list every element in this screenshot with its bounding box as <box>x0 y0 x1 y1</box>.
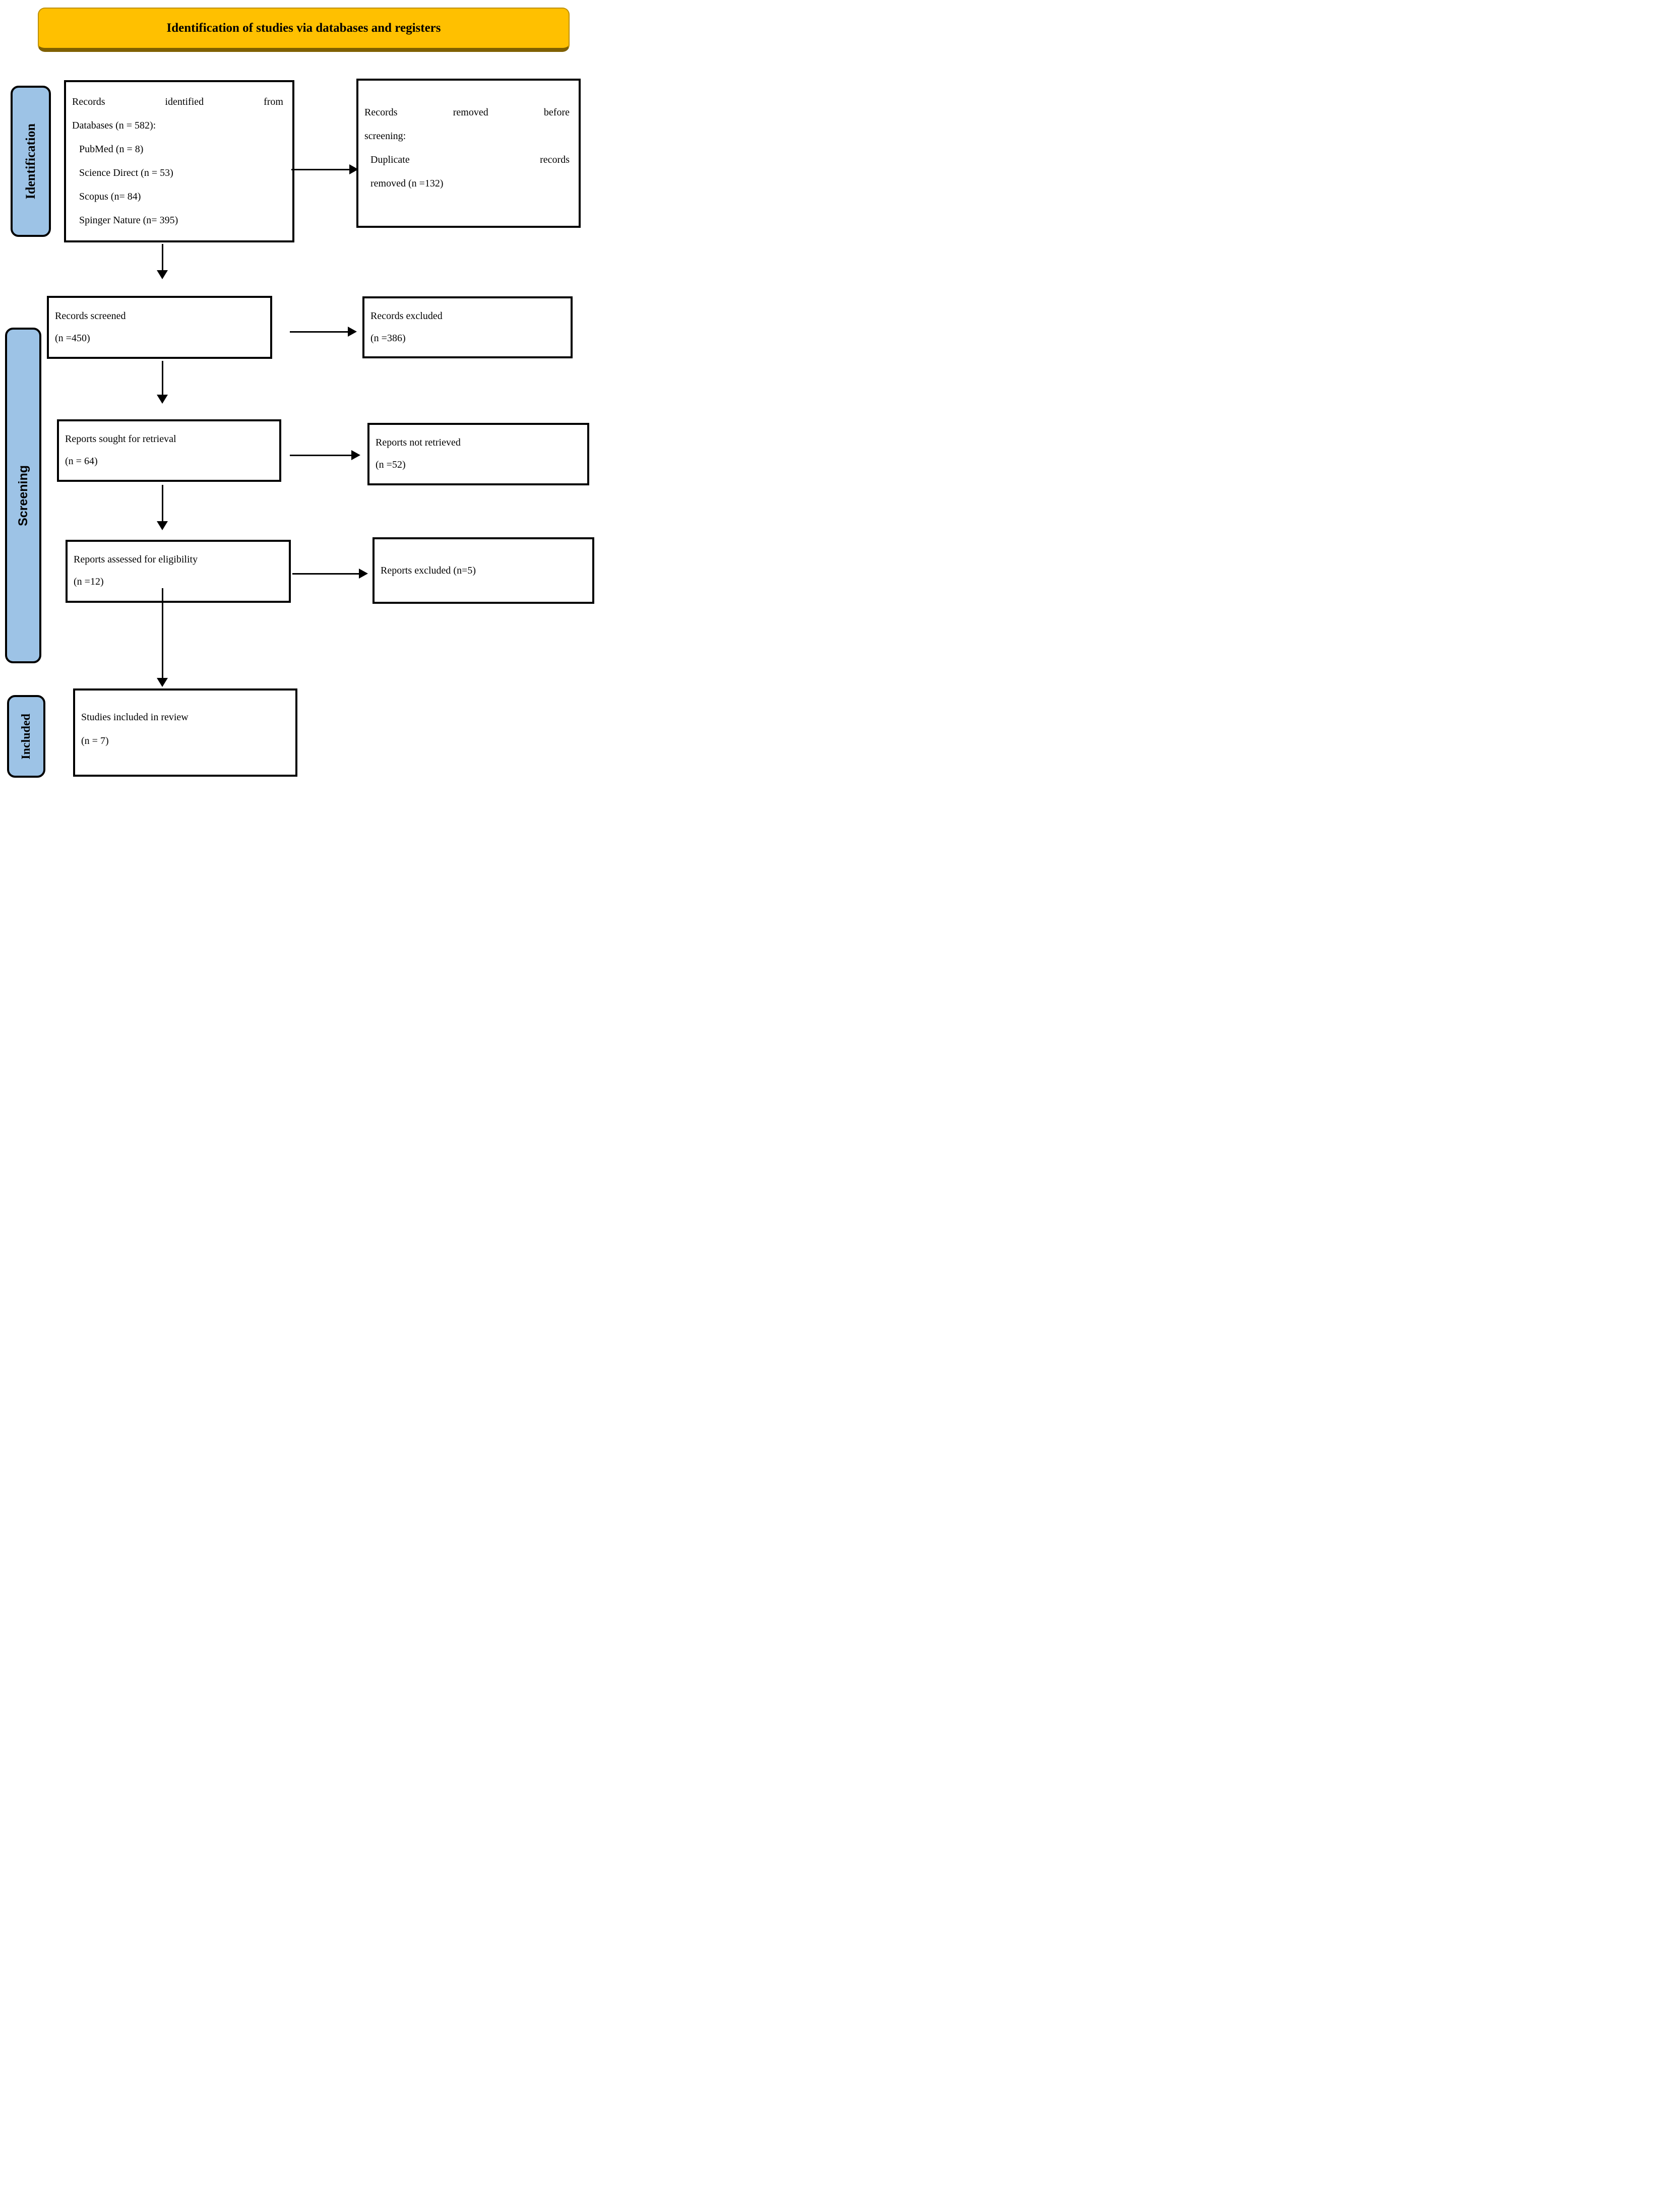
records-excluded-line1: Records excluded <box>370 310 443 322</box>
reports-assessed-line1: Reports assessed for eligibility <box>74 554 198 565</box>
records-screened-line1: Records screened <box>55 310 126 322</box>
box-records-screened: Records screened (n =450) <box>47 296 272 359</box>
arrow-assessed-to-reports-excluded <box>292 569 368 579</box>
arrow-stem <box>290 331 348 333</box>
arrow-screened-to-sought <box>157 361 168 404</box>
records-identified-line2: Databases (n = 582): <box>72 120 156 131</box>
arrow-identified-to-removed <box>291 164 358 174</box>
arrow-head-icon <box>349 164 358 174</box>
records-screened-count: (n =450) <box>55 333 90 344</box>
arrow-head-icon <box>157 270 168 279</box>
arrow-stem <box>161 485 163 521</box>
database-item-springer-nature: Spinger Nature (n= 395) <box>79 215 178 226</box>
arrow-stem <box>291 168 349 170</box>
arrow-identified-to-screened <box>157 244 168 279</box>
reports-not-retrieved-count: (n =52) <box>376 459 406 470</box>
reports-not-retrieved-line1: Reports not retrieved <box>376 437 461 448</box>
stage-identification: Identification <box>11 86 51 237</box>
box-reports-not-retrieved: Reports not retrieved (n =52) <box>367 423 589 485</box>
records-removed-line2: screening: <box>364 131 406 142</box>
reports-sought-count: (n = 64) <box>65 456 98 467</box>
arrow-stem <box>161 588 163 678</box>
arrow-sought-to-not-retrieved <box>290 450 360 460</box>
identification-label: Identification <box>23 123 38 200</box>
box-reports-sought: Reports sought for retrieval (n = 64) <box>57 419 281 482</box>
prisma-flow-diagram: Identification of studies via databases … <box>0 0 605 791</box>
database-item-scopus: Scopus (n= 84) <box>79 191 141 202</box>
included-label: Included <box>19 713 33 760</box>
database-item-science-direct: Science Direct (n = 53) <box>79 167 173 178</box>
reports-excluded-line1: Reports excluded (n=5) <box>381 564 476 576</box>
studies-included-line1: Studies included in review <box>81 712 189 723</box>
arrow-assessed-to-included <box>157 588 168 687</box>
screening-label: Screening <box>16 465 30 526</box>
box-reports-assessed: Reports assessed for eligibility (n =12) <box>66 540 291 603</box>
arrow-stem <box>161 244 163 270</box>
arrow-head-icon <box>359 569 368 579</box>
records-removed-line4: removed (n =132) <box>370 178 444 189</box>
arrow-screened-to-excluded <box>290 327 357 337</box>
stage-included: Included <box>7 695 45 778</box>
box-reports-excluded: Reports excluded (n=5) <box>372 537 594 604</box>
arrow-head-icon <box>157 521 168 530</box>
arrow-sought-to-assessed <box>157 485 168 530</box>
records-excluded-count: (n =386) <box>370 333 406 344</box>
box-records-excluded: Records excluded (n =386) <box>362 296 573 358</box>
database-item-pubmed: PubMed (n = 8) <box>79 144 144 155</box>
arrow-head-icon <box>351 450 360 460</box>
stage-screening: Screening <box>5 328 41 663</box>
reports-assessed-count: (n =12) <box>74 576 104 587</box>
studies-included-count: (n = 7) <box>81 735 109 746</box>
diagram-title: Identification of studies via databases … <box>166 21 441 35</box>
arrow-head-icon <box>157 395 168 404</box>
arrow-stem <box>290 454 351 456</box>
title-banner: Identification of studies via databases … <box>38 8 570 52</box>
arrow-stem <box>161 361 163 395</box>
box-studies-included: Studies included in review (n = 7) <box>73 688 297 777</box>
reports-sought-line1: Reports sought for retrieval <box>65 433 176 445</box>
arrow-head-icon <box>348 327 357 337</box>
arrow-stem <box>292 573 359 575</box>
arrow-head-icon <box>157 678 168 687</box>
